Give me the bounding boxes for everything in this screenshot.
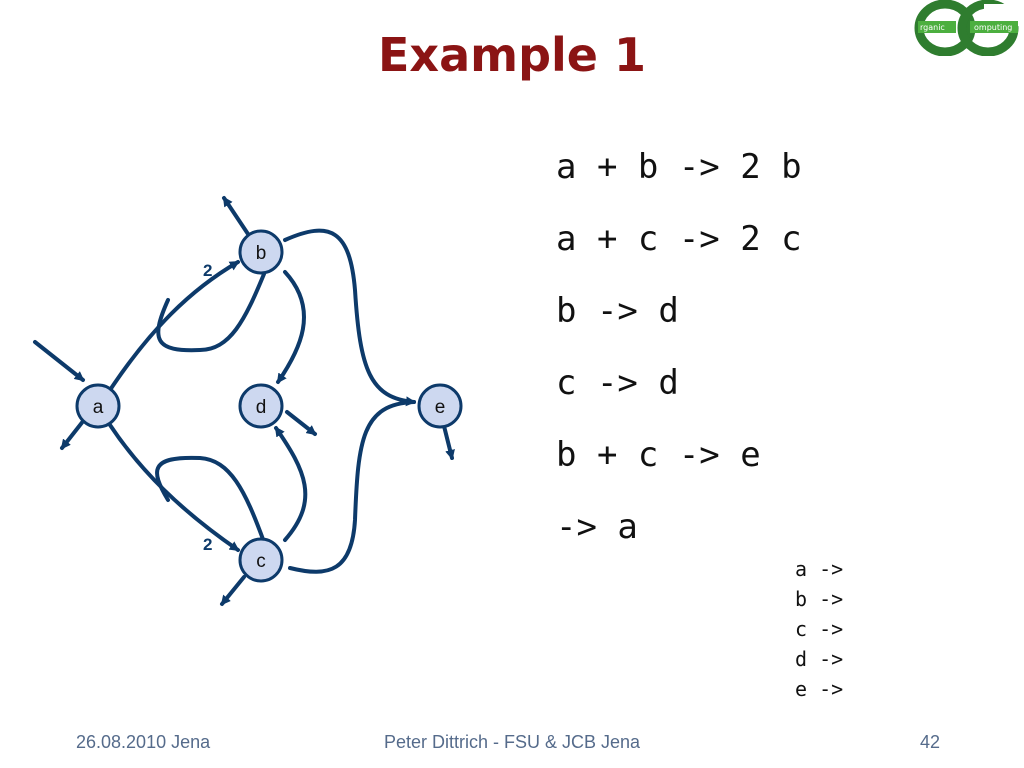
edge-inflow-a (33, 340, 85, 382)
edge-decay-d (285, 410, 317, 436)
stoichiometry-label-b: 2 (203, 261, 212, 280)
decay-reaction-list: a -> b -> c -> d -> e -> (795, 555, 843, 705)
decay-reaction-item: e -> (795, 677, 844, 701)
node-label-d: d (256, 397, 267, 418)
logo-text-left: rganic (920, 23, 945, 32)
decay-reaction-item: c -> (795, 617, 844, 641)
reaction-item: a + b -> 2 b (556, 147, 802, 187)
edge-b-catalytic-loop (156, 272, 266, 353)
node-e: e (417, 383, 463, 429)
node-b: b (238, 229, 284, 275)
edge-b-to-e (283, 228, 416, 407)
node-label-a: a (93, 397, 104, 418)
node-label-e: e (435, 397, 446, 418)
node-d: d (238, 383, 284, 429)
decay-reaction-item: a -> (795, 557, 844, 581)
stoichiometry-label-c: 2 (203, 535, 212, 554)
edge-c-catalytic-loop (155, 455, 266, 544)
node-label-b: b (256, 243, 267, 264)
node-a: a (75, 383, 121, 429)
edge-a-to-c (108, 423, 240, 552)
reaction-item: -> a (556, 507, 638, 547)
slide-title: Example 1 (378, 28, 646, 82)
page-number: 42 (920, 732, 941, 752)
reaction-item: a + c -> 2 c (556, 219, 802, 259)
edge-decay-c (220, 575, 246, 606)
footer-date: 26.08.2010 Jena (76, 732, 211, 752)
edge-decay-e (442, 424, 455, 460)
reaction-item: b + c -> e (556, 435, 761, 475)
reaction-item: c -> d (556, 363, 679, 403)
edge-decay-b (222, 196, 250, 236)
reaction-item: b -> d (556, 291, 679, 331)
node-c: c (238, 537, 284, 583)
footer-author: Peter Dittrich - FSU & JCB Jena (383, 732, 641, 752)
node-label-c: c (256, 551, 266, 572)
reaction-network-diagram: a b c d e 2 2 (33, 196, 463, 606)
edge-b-to-d (276, 270, 306, 384)
organic-computing-logo: rganic omputing (914, 0, 1020, 56)
edge-decay-a (60, 418, 86, 450)
decay-reaction-item: d -> (795, 647, 844, 671)
edge-c-to-e (288, 400, 416, 574)
logo-text-right: omputing (974, 23, 1012, 32)
reaction-list: a + b -> 2 b a + c -> 2 c b -> d c -> d … (556, 145, 802, 577)
edge-a-to-b (108, 260, 240, 392)
decay-reaction-item: b -> (795, 587, 844, 611)
edge-c-to-d (274, 426, 308, 542)
